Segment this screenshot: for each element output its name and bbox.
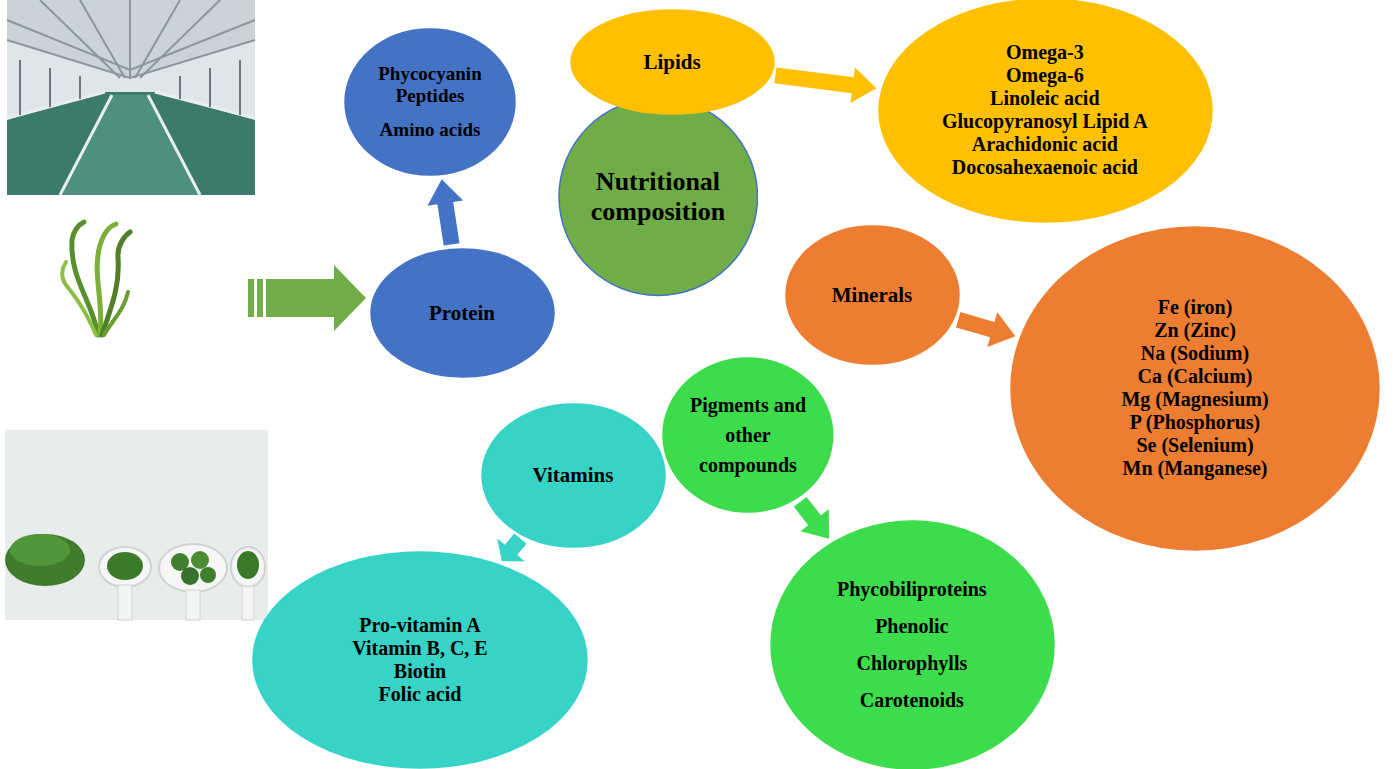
list-item: Chlorophylls	[837, 652, 987, 675]
center-circle: Nutritional composition	[558, 97, 759, 296]
node-label: Nutritional composition	[570, 167, 745, 227]
text-group: Pro-vitamin AVitamin B, C, EBiotinFolic …	[352, 614, 487, 706]
ellipse-shape	[559, 98, 758, 295]
node-label: Vitamins	[533, 463, 614, 487]
list-item: Se (Selenium)	[1121, 434, 1268, 457]
list-item: Mn (Manganese)	[1121, 457, 1268, 480]
list-item: Ca (Calcium)	[1121, 365, 1268, 388]
category-ellipse: Pigments and other compounds	[662, 357, 834, 513]
ellipse-shape	[253, 552, 587, 768]
node-label: Protein	[429, 301, 495, 325]
text-group: Vitamins	[533, 463, 614, 487]
list-item: Arachidonic acid	[942, 133, 1148, 156]
list-item: Folic acid	[352, 683, 487, 706]
list-item: Glucopyranosyl Lipid A	[942, 110, 1148, 133]
item-ellipse: PhycocyaninPeptidesAmino acids	[344, 28, 516, 176]
list-item: Pro-vitamin A	[352, 614, 487, 637]
ellipse-shape	[371, 249, 554, 377]
greenhouse-photo	[7, 0, 255, 195]
ellipse-outline	[770, 520, 1055, 769]
node-label: Minerals	[832, 283, 912, 307]
ellipse-shape	[345, 29, 515, 175]
list-item: Phycobiliproteins	[837, 578, 987, 601]
block-arrow	[428, 179, 464, 245]
list-item: Linoleic acid	[942, 87, 1148, 110]
text-group: PhycocyaninPeptidesAmino acids	[378, 63, 481, 141]
ellipse-shape	[663, 358, 833, 512]
list-item: Peptides	[378, 85, 481, 107]
category-circle: Protein	[370, 248, 555, 378]
spirulina-photo	[5, 430, 268, 620]
list-item: Na (Sodium)	[1121, 342, 1268, 365]
category-ellipse: Vitamins	[481, 403, 666, 548]
list-item: Mg (Magnesium)	[1121, 388, 1268, 411]
category-ellipse: Lipids	[570, 9, 775, 115]
item-ellipse: Omega-3Omega-6Linoleic acidGlucopyranosy…	[878, 0, 1213, 223]
list-item: Biotin	[352, 660, 487, 683]
list-item: Zn (Zinc)	[1121, 319, 1268, 342]
item-ellipse: Fe (iron)Zn (Zinc)Na (Sodium)Ca (Calcium…	[1010, 226, 1380, 551]
block-arrow	[774, 67, 876, 103]
text-group: Fe (iron)Zn (Zinc)Na (Sodium)Ca (Calcium…	[1121, 296, 1268, 480]
text-group: Pigments and other compounds	[689, 390, 807, 480]
text-group: Minerals	[832, 283, 912, 307]
list-item: Vitamin B, C, E	[352, 637, 487, 660]
text-group: PhycobiliproteinsPhenolicChlorophyllsCar…	[837, 578, 987, 712]
source-arrow	[248, 265, 366, 331]
ellipse-shape	[771, 521, 1054, 769]
list-item: Phycocyanin	[378, 63, 481, 85]
ellipse-shape	[1011, 227, 1379, 550]
text-group: Nutritional composition	[570, 167, 745, 227]
ellipse-shape	[482, 404, 665, 547]
block-arrow	[794, 497, 829, 539]
ellipse-shape	[879, 0, 1212, 222]
list-item: Phenolic	[837, 615, 987, 638]
category-ellipse: Minerals	[785, 225, 960, 365]
list-item: Amino acids	[378, 119, 481, 141]
node-label: Pigments and other compounds	[689, 390, 807, 480]
text-group: Omega-3Omega-6Linoleic acidGlucopyranosy…	[942, 41, 1148, 179]
item-ellipse: Pro-vitamin AVitamin B, C, EBiotinFolic …	[252, 551, 588, 769]
ellipse-shape	[786, 226, 959, 364]
node-label: Lipids	[643, 50, 700, 74]
list-item: P (Phosphorus)	[1121, 411, 1268, 434]
text-group: Protein	[429, 301, 495, 325]
text-group: Lipids	[643, 50, 700, 74]
block-arrow	[497, 534, 526, 562]
list-item: Omega-6	[942, 64, 1148, 87]
list-item: Carotenoids	[837, 689, 987, 712]
seaweed-drawing	[62, 222, 130, 335]
list-item: Docosahexaenoic acid	[942, 156, 1148, 179]
list-item: Omega-3	[942, 41, 1148, 64]
item-ellipse: PhycobiliproteinsPhenolicChlorophyllsCar…	[770, 520, 1055, 769]
block-arrow	[956, 312, 1015, 347]
list-item: Fe (iron)	[1121, 296, 1268, 319]
ellipse-shape	[571, 10, 774, 114]
